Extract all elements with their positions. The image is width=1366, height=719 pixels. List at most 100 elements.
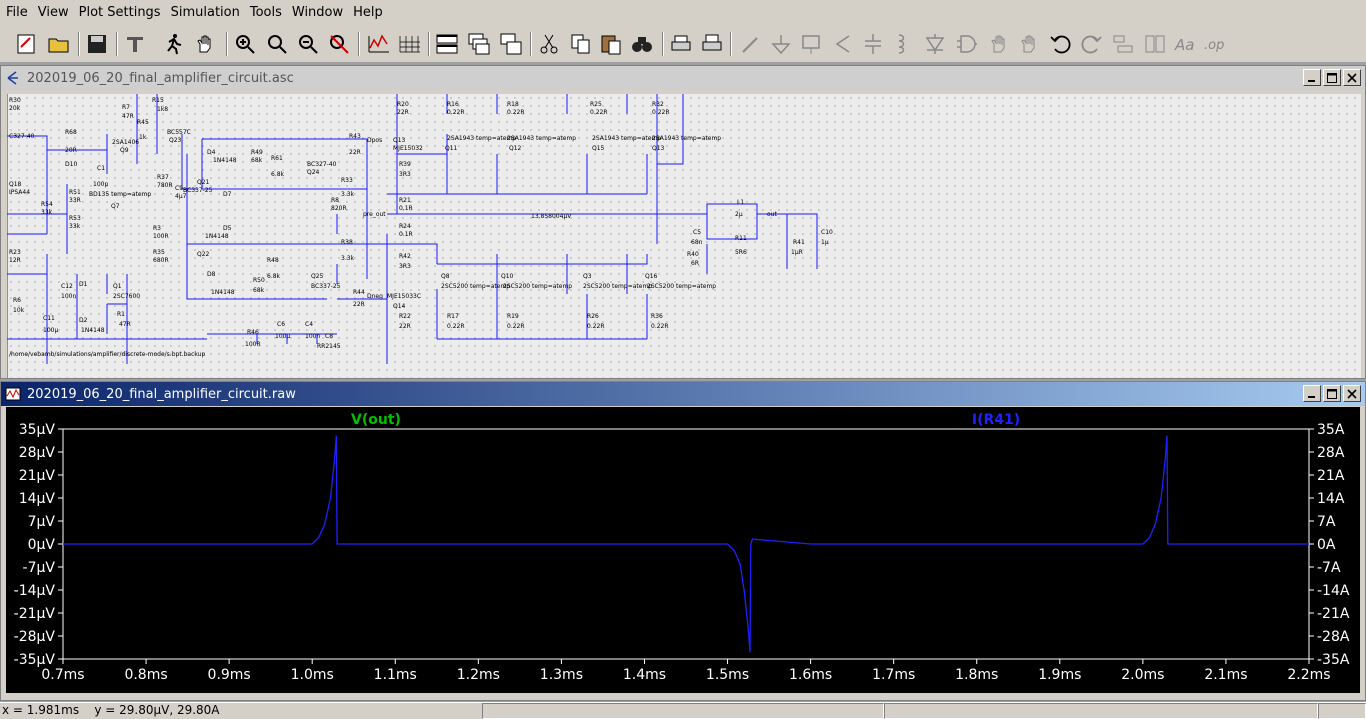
redo-button[interactable]: [1076, 29, 1106, 59]
label-q8: Q8: [441, 273, 450, 280]
label-c1: C1: [97, 165, 105, 172]
y-axis-left: 35μV28μV21μV14μV7μV0μV-7μV-14μV-21μV-28μ…: [14, 422, 63, 668]
menu-view[interactable]: View: [37, 4, 69, 20]
capacitor-icon: [865, 34, 881, 54]
plot-maximize-button[interactable]: [1323, 385, 1341, 402]
schematic-minimize-button[interactable]: [1303, 69, 1321, 86]
plot-minimize-button[interactable]: [1303, 385, 1321, 402]
label-r48: R48: [267, 257, 279, 264]
zoom-out-button[interactable]: [293, 29, 323, 59]
run-button[interactable]: [158, 29, 188, 59]
zoom-in-button[interactable]: [230, 29, 260, 59]
label-r1v: 47R: [119, 321, 131, 328]
control-panel-button[interactable]: [120, 29, 150, 59]
tile-vertical-button[interactable]: [496, 29, 526, 59]
label-r68: R68: [65, 129, 77, 136]
menu-window[interactable]: Window: [291, 4, 344, 20]
trace-label-vout[interactable]: V(out): [351, 412, 401, 428]
label-2sc5200-b: 2SC5200 temp=atemp: [503, 283, 572, 290]
label-r19: R19: [507, 313, 519, 320]
draw-wire-button[interactable]: [736, 29, 766, 59]
label-r36: R36: [651, 313, 663, 320]
resistor-button[interactable]: [828, 29, 858, 59]
x-tick-label: 1.6ms: [789, 667, 832, 683]
trace-label-ir41[interactable]: I(R41): [972, 412, 1020, 428]
label-2sa1943-c: 2SA1943 temp=atemp: [592, 135, 661, 142]
label-q1v: 2SC7600: [113, 293, 140, 300]
cascade-button[interactable]: [464, 29, 494, 59]
diode-button[interactable]: [920, 29, 950, 59]
autorange-button[interactable]: [364, 29, 394, 59]
label-r68v: 20R: [65, 147, 77, 154]
spice-directive-button[interactable]: .op: [1200, 29, 1230, 59]
label-r42v: 3R3: [399, 263, 411, 270]
label-r39v: 3R3: [399, 171, 411, 178]
save-button[interactable]: [82, 29, 112, 59]
label-r6v: 10k: [13, 307, 25, 314]
label-r16: R16: [447, 101, 459, 108]
label-r25: R25: [590, 101, 602, 108]
rotate-button[interactable]: [1108, 29, 1138, 59]
label-d8v: 1N4148: [211, 289, 235, 296]
y-tick-label-left: 21μV: [19, 468, 56, 484]
paste-button[interactable]: [596, 29, 626, 59]
label-c9v: 4μ7: [175, 193, 187, 200]
zoom-fit-button[interactable]: [262, 29, 292, 59]
cut-button[interactable]: [534, 29, 564, 59]
menu-help[interactable]: Help: [353, 4, 383, 20]
copy-button[interactable]: [566, 29, 596, 59]
x-tick-label: 2.2ms: [1287, 667, 1330, 683]
label-2sa1943-d: 2SA1943 temp=atemp: [652, 135, 721, 142]
print-button[interactable]: [697, 29, 727, 59]
menu-plot-settings[interactable]: Plot Settings: [78, 4, 161, 20]
inductor-button[interactable]: [888, 29, 918, 59]
open-button[interactable]: [44, 29, 74, 59]
new-schematic-icon: [17, 34, 35, 54]
schematic-titlebar[interactable]: 202019_06_20_final_amplifier_circuit.asc: [1, 66, 1365, 90]
find-button[interactable]: [627, 29, 657, 59]
print-preview-button[interactable]: [666, 29, 696, 59]
plot-titlebar[interactable]: 202019_06_20_final_amplifier_circuit.raw: [1, 382, 1365, 406]
trace-v-out-[interactable]: [63, 435, 1309, 653]
copy-icon: [571, 34, 590, 54]
menu-tools[interactable]: Tools: [249, 4, 282, 20]
waveform-chart[interactable]: V(out) I(R41) 35μV28μV21μV14μV7μV0μV-7μV…: [6, 407, 1360, 693]
plot-title: 202019_06_20_final_amplifier_circuit.raw: [27, 386, 296, 402]
label-c6: C6: [277, 321, 285, 328]
label-r44: R44: [353, 289, 365, 296]
menu-simulation[interactable]: Simulation: [170, 4, 240, 20]
schematic-close-button[interactable]: [1343, 69, 1361, 86]
new-schematic-button[interactable]: [12, 29, 42, 59]
label-q7: Q7: [111, 203, 120, 210]
tile-horizontal-button[interactable]: [432, 29, 462, 59]
label-out: out: [767, 211, 777, 218]
label-net-button[interactable]: [796, 29, 826, 59]
drag-button[interactable]: [1014, 29, 1044, 59]
pan-button[interactable]: [190, 29, 220, 59]
grid-button[interactable]: [395, 29, 425, 59]
label-d2v: 1N4148: [81, 327, 105, 334]
label-r54: R54: [41, 201, 53, 208]
schematic-window[interactable]: 202019_06_20_final_amplifier_circuit.asc…: [0, 65, 1366, 379]
y-tick-label-left: -21μV: [14, 606, 56, 622]
zoom-cancel-button[interactable]: [324, 29, 354, 59]
minimize-icon: [1308, 395, 1315, 398]
text-button[interactable]: Aa: [1170, 29, 1200, 59]
plot-close-button[interactable]: [1343, 385, 1361, 402]
ground-button[interactable]: [766, 29, 796, 59]
undo-button[interactable]: [1046, 29, 1076, 59]
mirror-button[interactable]: [1140, 29, 1170, 59]
move-button[interactable]: [984, 29, 1014, 59]
label-r46: R46: [247, 329, 259, 336]
label-r40v: 6R: [691, 260, 699, 267]
status-bar: x = 1.981ms y = 29.80μV, 29.80A: [0, 702, 1366, 719]
schematic-maximize-button[interactable]: [1323, 69, 1341, 86]
label-mje15032: MJE15032: [393, 145, 423, 152]
label-rr2145: RR2145: [317, 343, 341, 350]
capacitor-button[interactable]: [858, 29, 888, 59]
menu-file[interactable]: File: [6, 4, 28, 20]
component-button[interactable]: [952, 29, 982, 59]
x-tick-label: 1.4ms: [623, 667, 666, 683]
schematic-canvas[interactable]: R30 20k C327-40 R68 20R 2SA1406 Q9 R7 47…: [7, 94, 1361, 378]
